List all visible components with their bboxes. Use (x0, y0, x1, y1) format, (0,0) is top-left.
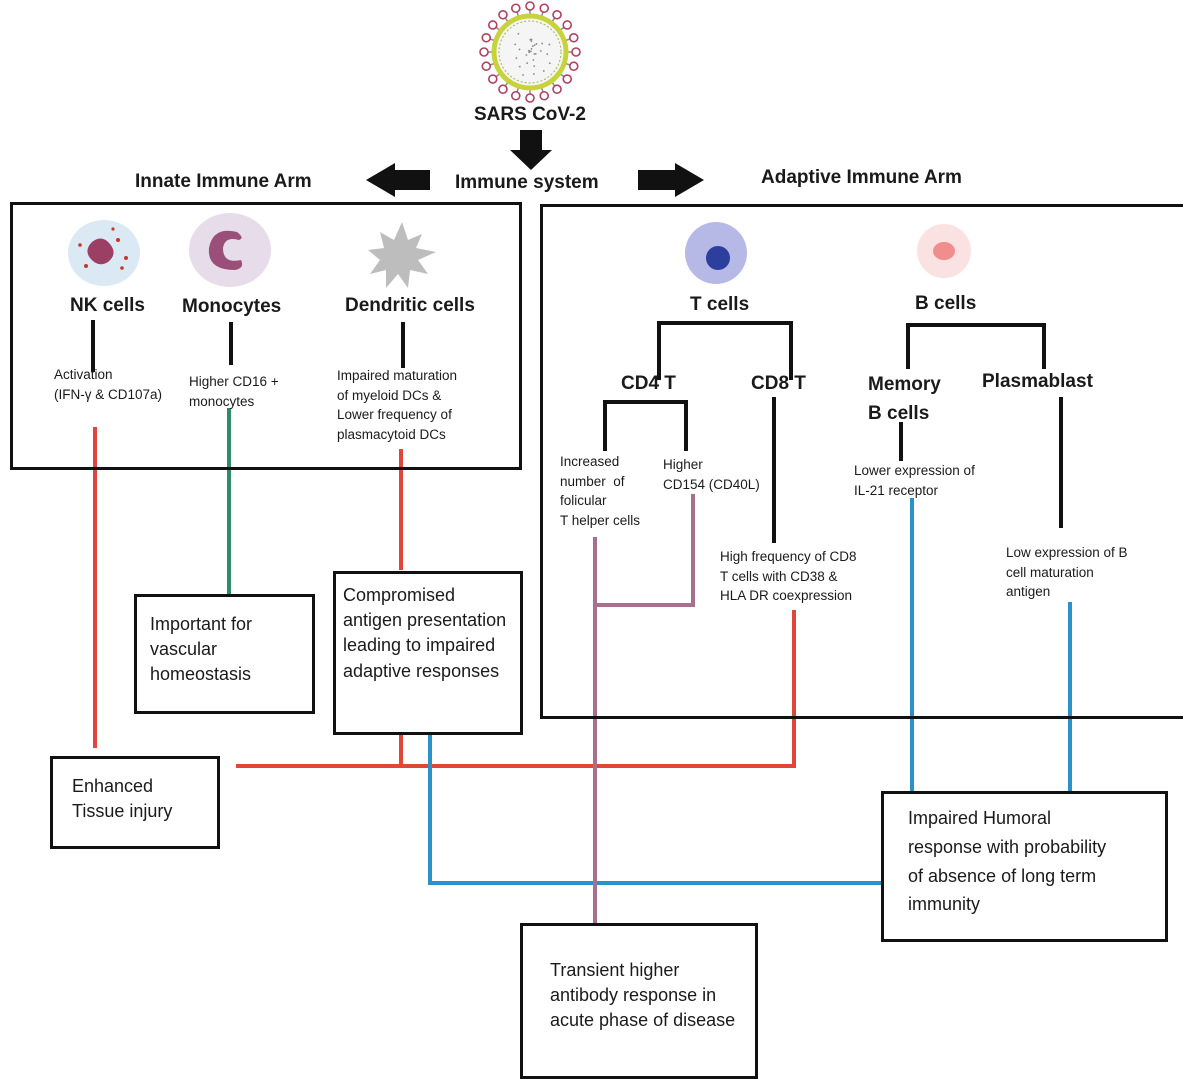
antibody-response-text: Transient higher antibody response in ac… (550, 958, 735, 1034)
dendritic-cells-note: Impaired maturation of myeloid DCs & Low… (337, 366, 457, 444)
bcma-note: Low expression of B cell maturation anti… (1006, 543, 1128, 602)
adaptive-arm-title: Adaptive Immune Arm (761, 166, 962, 190)
il21-receptor-note: Lower expression of IL-21 receptor (854, 461, 975, 500)
cd8-t-label: CD8 T (751, 372, 806, 396)
memory-b-cells-label: Memory B cells (868, 371, 941, 428)
dendritic-cells-label: Dendritic cells (345, 294, 475, 318)
monocytes-note: Higher CD16 + monocytes (189, 372, 279, 411)
cd4-t-label: CD4 T (621, 372, 676, 396)
antibody-response-box: Transient higher antibody response in ac… (520, 923, 758, 1079)
nk-cells-label: NK cells (70, 294, 145, 318)
cd154-note: Higher CD154 (CD40L) (663, 455, 760, 494)
antigen-presentation-box: Compromised antigen presentation leading… (333, 571, 523, 735)
virus-label: SARS CoV-2 (474, 103, 586, 127)
antigen-presentation-text: Compromised antigen presentation leading… (343, 583, 506, 684)
arrow-right-icon (638, 163, 704, 197)
innate-arm-title: Innate Immune Arm (135, 170, 312, 194)
t-cells-label: T cells (690, 293, 749, 317)
plasmablast-label: Plasmablast (982, 370, 1093, 394)
arrow-left-icon (366, 163, 430, 197)
tissue-injury-box: Enhanced Tissue injury (50, 756, 220, 849)
vascular-homeostasis-box: Important for vascular homeostasis (134, 594, 315, 714)
virus-icon (480, 2, 580, 102)
follicular-helper-note: Increased number of folicular T helper c… (560, 452, 640, 530)
vascular-homeostasis-text: Important for vascular homeostasis (150, 612, 252, 688)
humoral-response-box: Impaired Humoral response with probabili… (881, 791, 1168, 942)
nk-cells-note: Activation (IFN-γ & CD107a) (54, 365, 162, 404)
b-cells-label: B cells (915, 292, 976, 316)
humoral-response-text: Impaired Humoral response with probabili… (908, 804, 1106, 919)
tissue-injury-text: Enhanced Tissue injury (72, 774, 172, 824)
immune-system-label: Immune system (455, 171, 599, 195)
cd8-note: High frequency of CD8 T cells with CD38 … (720, 547, 857, 606)
arrow-down-icon (510, 130, 552, 170)
monocytes-label: Monocytes (182, 295, 281, 319)
